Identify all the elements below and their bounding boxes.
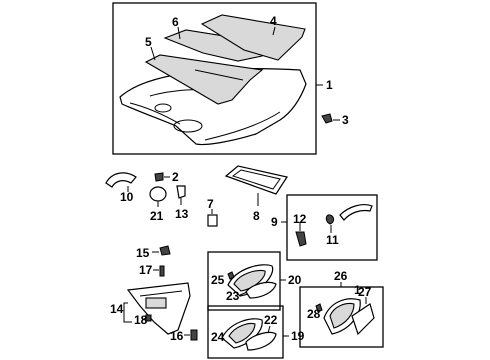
clip-3: 3 — [321, 113, 349, 127]
clip-2-shape — [154, 172, 164, 182]
callout-22: 22 — [264, 313, 278, 327]
visor-mirror — [145, 297, 167, 309]
lens-23-shape — [245, 281, 277, 299]
insulator-pad-6 — [163, 29, 269, 62]
bracket-13-shape — [176, 185, 186, 199]
group-19: 19 24 22 — [207, 305, 305, 359]
grab-handle-shape — [105, 172, 137, 188]
group-20: 20 25 23 — [207, 251, 302, 311]
bracket-13: 13 — [175, 185, 189, 221]
leader-5 — [150, 46, 156, 61]
frame-inner — [231, 169, 281, 190]
leader-4 — [272, 26, 276, 36]
headliner-group-box — [112, 2, 317, 155]
console-lamp-inner — [329, 302, 355, 329]
callout-1-small: 1 — [354, 283, 361, 297]
leader-18 — [141, 317, 147, 321]
leader-22 — [267, 325, 271, 334]
callout-13: 13 — [175, 207, 189, 221]
headliner-light-opening — [154, 103, 172, 113]
group-26: 26 27 28 1 — [299, 269, 384, 348]
callout-9: 9 — [271, 215, 278, 229]
clip-15-shape — [159, 245, 171, 256]
clip-2: 2 — [154, 170, 179, 184]
screw-16-shape — [190, 329, 198, 341]
callout-12: 12 — [293, 212, 307, 226]
lamp-19-inner — [228, 322, 256, 344]
callout-24: 24 — [211, 330, 225, 344]
callout-25: 25 — [211, 273, 225, 287]
callout-18: 18 — [134, 313, 148, 327]
callout-27: 27 — [358, 285, 372, 299]
clip-12-shape — [295, 231, 307, 247]
callout-14: 14 — [110, 302, 124, 316]
lens-27-shape — [351, 303, 375, 336]
insulator-pad-4 — [200, 14, 306, 61]
bulb-25-shape — [227, 271, 235, 280]
cap-21: 21 — [149, 186, 167, 223]
screw-17-shape — [159, 265, 165, 277]
handle-shape-9 — [339, 203, 373, 221]
callout-10: 10 — [120, 190, 134, 204]
lamp-7-shape — [207, 214, 218, 227]
callout-19: 19 — [291, 329, 305, 343]
group-9-box — [286, 194, 378, 261]
visor-detail — [139, 290, 183, 297]
headliner-group: 5 6 4 1 — [112, 2, 333, 155]
sunroof-frame-8: 8 — [224, 165, 288, 223]
clip-3-shape — [321, 113, 333, 124]
group-26-box — [299, 286, 384, 348]
callout-8: 8 — [253, 209, 260, 223]
callout-2: 2 — [172, 170, 179, 184]
callout-3: 3 — [342, 113, 349, 127]
callout-7: 7 — [207, 197, 214, 211]
grab-handle-10: 10 — [105, 172, 137, 204]
callout-11: 11 — [326, 233, 339, 247]
callout-5: 5 — [145, 35, 152, 49]
callout-6: 6 — [172, 15, 179, 29]
callout-21: 21 — [150, 209, 164, 223]
frame-outer — [224, 165, 288, 195]
callout-15: 15 — [136, 246, 150, 260]
insulator-pad-5 — [144, 54, 264, 105]
callout-17: 17 — [139, 263, 153, 277]
group-9: 9 12 11 — [271, 194, 378, 261]
bulb-28-shape — [315, 303, 323, 313]
callout-16: 16 — [170, 329, 184, 343]
callout-26: 26 — [334, 269, 348, 283]
leader-23 — [239, 291, 248, 296]
group-20-box — [207, 251, 281, 311]
group-19-box — [207, 305, 284, 359]
callout-23: 23 — [226, 289, 240, 303]
lamp-7: 7 — [207, 197, 218, 227]
leader-6 — [177, 26, 181, 40]
callout-28: 28 — [307, 307, 321, 321]
clip-11-shape — [325, 214, 335, 225]
headliner-dome-opening — [173, 119, 203, 133]
cap-21-shape — [149, 186, 167, 202]
leader-14 — [123, 302, 132, 323]
callout-20: 20 — [288, 273, 302, 287]
lens-22-shape — [245, 331, 277, 351]
callout-1: 1 — [326, 78, 333, 92]
visor-group: 15 17 14 18 16 — [110, 245, 198, 343]
callout-4: 4 — [270, 14, 277, 28]
pad-seam — [194, 69, 244, 81]
